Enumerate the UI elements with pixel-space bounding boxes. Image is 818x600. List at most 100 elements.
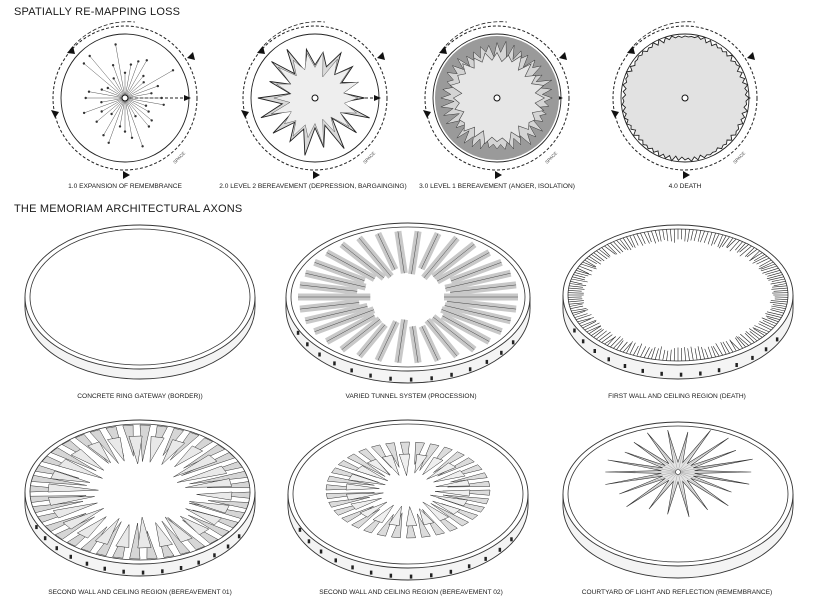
- tunnel-edge: [450, 262, 502, 282]
- wall-segment: [62, 508, 104, 530]
- ring-space-label: SPACE: [362, 151, 376, 165]
- spoke-line: [124, 97, 136, 117]
- wall-segment: [346, 453, 386, 477]
- spoke-dot: [82, 62, 86, 65]
- star-ridge: [677, 471, 736, 483]
- wall-segment: [422, 457, 444, 476]
- wall-opening: [103, 566, 106, 571]
- ring-top-inner: [567, 425, 789, 563]
- ceiling-fin: [568, 298, 583, 300]
- spoke-dot: [150, 119, 153, 122]
- diagram-level-1-bereavement: SPACE: [423, 21, 570, 179]
- axon-caption: CONCRETE RING GATEWAY (BORDER)): [77, 393, 203, 400]
- wall-segment: [208, 500, 249, 509]
- wall-opening: [500, 350, 503, 355]
- ceiling-fin: [568, 290, 582, 292]
- spoke-dot: [114, 43, 117, 46]
- star-ridge: [652, 471, 679, 505]
- axon-second-wall-bereavement-01: [24, 419, 256, 577]
- wall-opening: [679, 372, 683, 377]
- tunnel-edge: [442, 315, 490, 342]
- wall-segment: [115, 523, 130, 548]
- axon-caption: SECOND WALL AND CEILING REGION (BEREAVEM…: [48, 589, 232, 596]
- wall-segment: [180, 515, 210, 536]
- spoke-line: [84, 97, 126, 114]
- arrow-head: [187, 52, 195, 60]
- arrow-head: [241, 110, 249, 118]
- spoke-dot: [100, 88, 103, 91]
- wall-segment: [359, 501, 388, 518]
- ceiling-fin: [578, 318, 591, 325]
- wall-segment: [106, 437, 125, 462]
- ceiling-fin: [765, 270, 781, 275]
- ceiling-fin: [640, 346, 647, 358]
- ceiling-fin: [673, 348, 675, 362]
- spoke-dot: [147, 125, 151, 128]
- tunnel-edge: [305, 272, 366, 288]
- ceiling-fin: [598, 331, 611, 342]
- ceiling-fin: [697, 230, 702, 242]
- ceiling-fin: [574, 272, 589, 277]
- ceiling-fin: [588, 255, 602, 265]
- tunnel-edge: [446, 301, 517, 310]
- ceiling-fin: [643, 232, 650, 244]
- wall-opening: [409, 377, 413, 382]
- ceiling-fin: [629, 235, 636, 248]
- wall-opening: [161, 569, 164, 574]
- wall-segment: [418, 507, 435, 526]
- ceiling-fin: [744, 247, 755, 257]
- ceiling-fin: [626, 341, 633, 354]
- wall-segment: [430, 494, 468, 507]
- arrow-head: [423, 110, 431, 118]
- center-node: [493, 94, 501, 102]
- wall-opening: [319, 549, 323, 554]
- ceiling-fin: [582, 261, 596, 268]
- ceiling-fin: [712, 345, 720, 357]
- spoke-dot: [84, 96, 87, 100]
- ceiling-fin: [770, 281, 786, 285]
- wall-opening: [334, 558, 337, 563]
- wall-segment: [346, 492, 384, 501]
- wall-segment: [381, 454, 400, 476]
- ceiling-fin: [591, 254, 602, 262]
- tunnel-edge: [314, 262, 365, 282]
- tunnel-edge: [326, 315, 375, 342]
- wall-segment: [89, 429, 119, 464]
- ceiling-fin: [752, 327, 768, 335]
- rotation-arc: [441, 21, 508, 51]
- ceiling-fin: [604, 336, 617, 345]
- wall-segment: [426, 462, 457, 480]
- ceiling-fin: [651, 347, 656, 360]
- ceiling-fin: [759, 259, 772, 267]
- spoke-dot: [100, 101, 103, 104]
- spoke-dot: [162, 103, 165, 107]
- ring-space-label: SPACE: [172, 151, 186, 165]
- wall-opening: [623, 364, 627, 368]
- ceiling-fin: [636, 343, 643, 357]
- ceiling-fin: [736, 242, 746, 253]
- axon-concrete-ring-gateway: [24, 224, 256, 380]
- wall-segment: [48, 496, 95, 506]
- ceiling-fin: [647, 231, 652, 243]
- diagram-caption: 2.0 LEVEL 2 BEREAVEMENT (DEPRESSION, BAR…: [219, 183, 407, 190]
- ceiling-fin: [601, 247, 611, 257]
- ceiling-fin: [704, 348, 709, 359]
- spoke-dot: [141, 145, 144, 148]
- spoke-dot: [171, 69, 175, 72]
- wall-segment: [177, 465, 228, 483]
- ceiling-fin: [570, 281, 583, 285]
- ring-top-inner: [567, 228, 789, 362]
- rotation-arc: [259, 21, 326, 51]
- spoke-dot: [145, 59, 148, 62]
- rotation-arc: [69, 21, 136, 51]
- ceiling-fin: [578, 265, 593, 272]
- spoke-dot: [156, 84, 159, 88]
- ceiling-fin: [572, 309, 589, 314]
- wall-segment: [87, 441, 111, 464]
- diagram-level-2-bereavement: SPACE: [241, 21, 388, 179]
- axon-courtyard-of-light: [562, 421, 794, 579]
- ceiling-fin: [768, 276, 784, 281]
- wall-opening: [751, 355, 754, 360]
- ceiling-fin: [607, 244, 618, 255]
- tunnel-edge: [411, 231, 419, 275]
